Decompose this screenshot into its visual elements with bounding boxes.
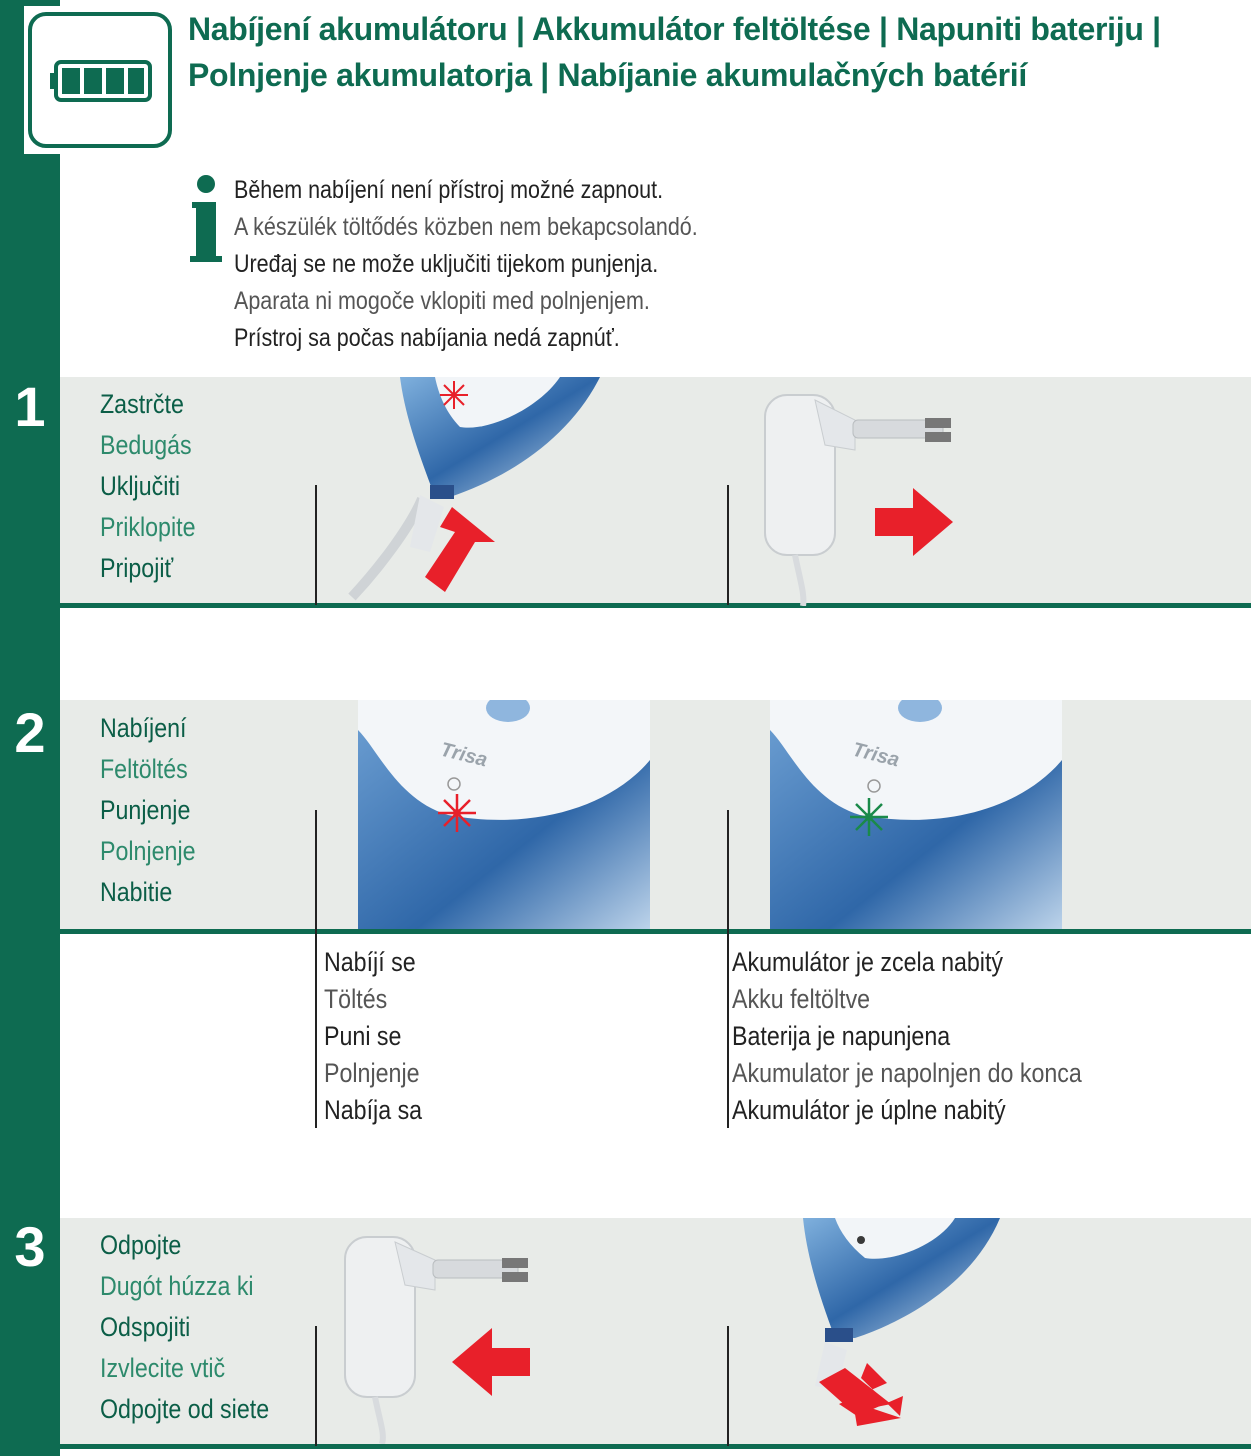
divider-line (727, 485, 729, 605)
info-line: Aparata ni mogoče vklopiti med polnjenje… (234, 287, 650, 315)
step-number: 1 (14, 375, 46, 438)
caption-line: Akumulator je napolnjen do konca (732, 1058, 1082, 1088)
caption-line: Akumulátor je zcela nabitý (732, 947, 1004, 977)
step-label: Priklopite (100, 512, 196, 542)
step-3-panel (60, 1218, 1251, 1444)
info-line: Prístroj sa počas nabíjania nedá zapnúť. (234, 324, 620, 352)
step-label: Nabitie (100, 877, 173, 907)
step-1-labels: Zastrčte Bedugás Uključiti Priklopite Pr… (100, 384, 211, 589)
info-line: A készülék töltődés közben nem bekapcsol… (234, 213, 698, 241)
divider-line (727, 810, 729, 1128)
charged-caption: Akumulátor je zcela nabitý Akku feltöltv… (732, 944, 1139, 1129)
step-3-rule (60, 1444, 1251, 1449)
device-charged-illustration (770, 700, 1062, 929)
step-label: Dugót húzza ki (100, 1271, 254, 1301)
step-2-rule (60, 929, 1251, 934)
charging-caption: Nabíjí se Töltés Puni se Polnjenje Nabíj… (324, 944, 438, 1129)
step-label: Feltöltés (100, 754, 188, 784)
caption-line: Akku feltöltve (732, 984, 871, 1014)
device-unplug-illustration (803, 1218, 1000, 1426)
divider-line (727, 1326, 729, 1446)
step-1-panel (60, 377, 1251, 603)
step-label: Nabíjení (100, 713, 187, 743)
caption-line: Polnjenje (324, 1058, 420, 1088)
step-label: Bedugás (100, 430, 192, 460)
step-label: Odpojte od siete (100, 1394, 270, 1424)
step-label: Odspojiti (100, 1312, 191, 1342)
info-line: Během nabíjení není přístroj možné zapno… (234, 176, 664, 204)
device-charging-illustration (358, 700, 650, 929)
step-label: Punjenje (100, 795, 191, 825)
caption-line: Nabíjí se (324, 947, 416, 977)
caption-line: Baterija je napunjena (732, 1021, 951, 1051)
step-1-rule (60, 603, 1251, 608)
step-2-labels: Nabíjení Feltöltés Punjenje Polnjenje Na… (100, 708, 211, 913)
info-line: Uređaj se ne može uključiti tijekom punj… (234, 250, 659, 278)
divider-line (315, 1326, 317, 1446)
battery-icon-box (28, 12, 172, 148)
step-label: Polnjenje (100, 836, 196, 866)
step-label: Zastrčte (100, 389, 184, 419)
caption-line: Akumulátor je úplne nabitý (732, 1095, 1006, 1125)
step-label: Pripojiť (100, 553, 174, 583)
step-label: Odpojte (100, 1230, 182, 1260)
step-number: 2 (14, 701, 46, 764)
step-label: Uključiti (100, 471, 180, 501)
step-label: Izvlecite vtič (100, 1353, 226, 1383)
step-2-panel (60, 700, 1251, 929)
divider-line (315, 485, 317, 605)
charger-unplug-illustration (344, 1236, 530, 1444)
battery-icon (50, 60, 152, 102)
step-number: 3 (14, 1215, 46, 1278)
step-3-labels: Odpojte Dugót húzza ki Odspojiti Izvleci… (100, 1225, 297, 1430)
divider-line (315, 810, 317, 1128)
info-note: Během nabíjení není přístroj možné zapno… (234, 172, 773, 357)
caption-line: Puni se (324, 1021, 402, 1051)
page-title: Nabíjení akumulátoru | Akkumulátor feltö… (188, 11, 1161, 93)
caption-line: Töltés (324, 984, 388, 1014)
caption-line: Nabíja sa (324, 1095, 423, 1125)
device-plug-in-illustration (348, 377, 600, 601)
info-icon (190, 175, 222, 262)
side-bar (0, 0, 60, 1456)
charger-plug-in-illustration (764, 394, 953, 606)
